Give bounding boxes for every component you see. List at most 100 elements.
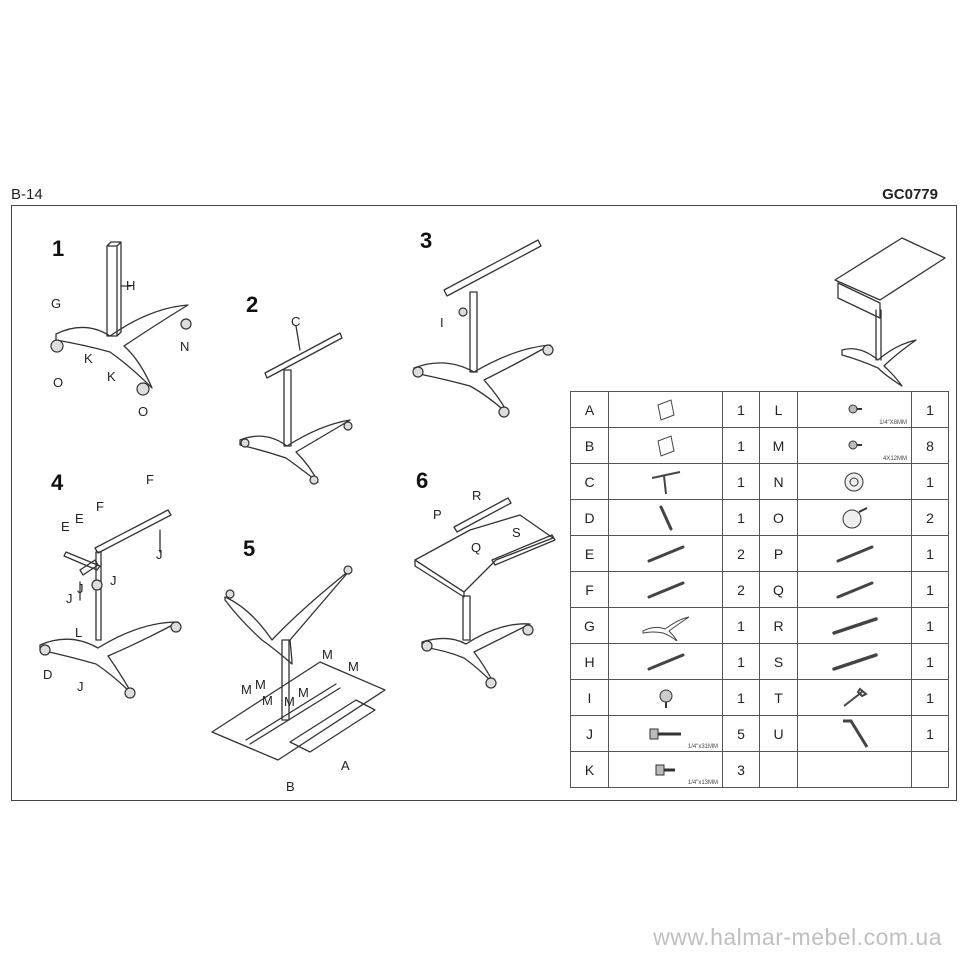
part-code: T: [759, 679, 798, 716]
part-quantity: 2: [722, 535, 760, 572]
step-1-column: [106, 241, 122, 337]
part-quantity: 8: [911, 427, 949, 464]
step-6-label-r: R: [472, 488, 481, 503]
part-code: H: [570, 643, 609, 680]
part-code: E: [570, 535, 609, 572]
part-quantity: 1: [911, 391, 949, 428]
step-1-label-o: O: [53, 375, 63, 390]
step-5-label-m-5: M: [298, 685, 309, 700]
part-spec: 4X12MM: [882, 456, 907, 462]
step-1-label-g: G: [51, 296, 61, 311]
step-5-label-m-3: M: [241, 682, 252, 697]
step-6-label-q: Q: [471, 540, 481, 555]
step-2-column: [283, 369, 292, 447]
step-1-label-k-2: K: [107, 369, 116, 384]
step-3-knob: [458, 307, 468, 317]
part-code: G: [570, 607, 609, 644]
part-code: F: [570, 571, 609, 608]
part-quantity: 1: [911, 643, 949, 680]
step-3-crossbar: [443, 239, 542, 297]
step-3-column: [469, 291, 478, 373]
rail-icon: [797, 643, 912, 680]
part-code: I: [570, 679, 609, 716]
rod-icon: [608, 499, 723, 536]
part-code: A: [570, 391, 609, 428]
step-1-caster-left: [50, 339, 64, 353]
part-quantity: 1: [722, 427, 760, 464]
step-4-label-d: D: [43, 667, 52, 682]
step-4-label-e: E: [75, 511, 84, 526]
part-quantity: 1: [722, 391, 760, 428]
board-icon: [608, 391, 723, 428]
small-screw-icon: 4X12MM: [797, 427, 912, 464]
bar-icon: [608, 535, 723, 572]
part-code: J: [570, 715, 609, 752]
base-icon: [608, 607, 723, 644]
part-quantity: 1: [722, 607, 760, 644]
bolt-icon: 1/4"x31MM: [608, 715, 723, 752]
step-1-label-k: K: [84, 351, 93, 366]
step-5-number: 5: [243, 536, 255, 561]
knob-icon: [608, 679, 723, 716]
part-code: M: [759, 427, 798, 464]
step-1-caster-front: [136, 382, 150, 396]
step-2-crossbar: [264, 332, 343, 379]
step-4: 4 F E F E J J J J L D J: [39, 470, 182, 699]
part-quantity: 1: [722, 499, 760, 536]
part-code: C: [570, 463, 609, 500]
part-quantity: 2: [722, 571, 760, 608]
part-quantity: 1: [911, 535, 949, 572]
step-4-label-j-3: J: [110, 573, 117, 588]
part-quantity: 1: [911, 715, 949, 752]
assembled-desk-preview: [834, 237, 946, 387]
step-6-label-s: S: [512, 525, 521, 540]
step-3-base: [413, 344, 551, 415]
part-quantity: 1: [911, 607, 949, 644]
step-1-label-h: H: [126, 278, 135, 293]
step-4-label-f-2: F: [96, 499, 104, 514]
step-5-label-m-4: M: [255, 677, 266, 692]
step-5-label-m-2: M: [348, 659, 359, 674]
bar-icon: [608, 571, 723, 608]
part-code: U: [759, 715, 798, 752]
part-quantity: 1: [722, 679, 760, 716]
part-quantity: 1: [722, 463, 760, 500]
step-4-number: 4: [51, 470, 64, 495]
step-1-base: [55, 304, 189, 389]
step-1-label-n: N: [180, 339, 189, 354]
part-quantity: 5: [722, 715, 760, 752]
step-4-label-l: L: [75, 625, 82, 640]
bar-icon: [797, 571, 912, 608]
watermark: www.halmar-mebel.com.ua: [653, 924, 942, 950]
step-5: 5 M M M M M M M B A: [211, 536, 386, 794]
step-4-label-e-2: E: [61, 519, 70, 534]
allen-key-icon: [797, 715, 912, 752]
part-spec: 1/4"x13MM: [687, 780, 718, 786]
part-code: L: [759, 391, 798, 428]
part-quantity: 1: [911, 679, 949, 716]
step-2: 2 C: [239, 292, 353, 485]
model-code: B-14: [11, 186, 43, 203]
step-5-label-m-7: M: [262, 693, 273, 708]
part-code: Q: [759, 571, 798, 608]
part-spec: 1/4"x31MM: [687, 744, 718, 750]
empty-cell: [797, 751, 912, 788]
step-5-label-m-6: M: [284, 694, 295, 709]
t-bar-icon: [608, 463, 723, 500]
wheel-icon: [797, 463, 912, 500]
part-quantity: 1: [911, 463, 949, 500]
step-5-label-a: A: [341, 758, 350, 773]
step-4-label-f: F: [146, 472, 154, 487]
part-code: N: [759, 463, 798, 500]
step-6: 6 R P S Q: [414, 468, 556, 689]
